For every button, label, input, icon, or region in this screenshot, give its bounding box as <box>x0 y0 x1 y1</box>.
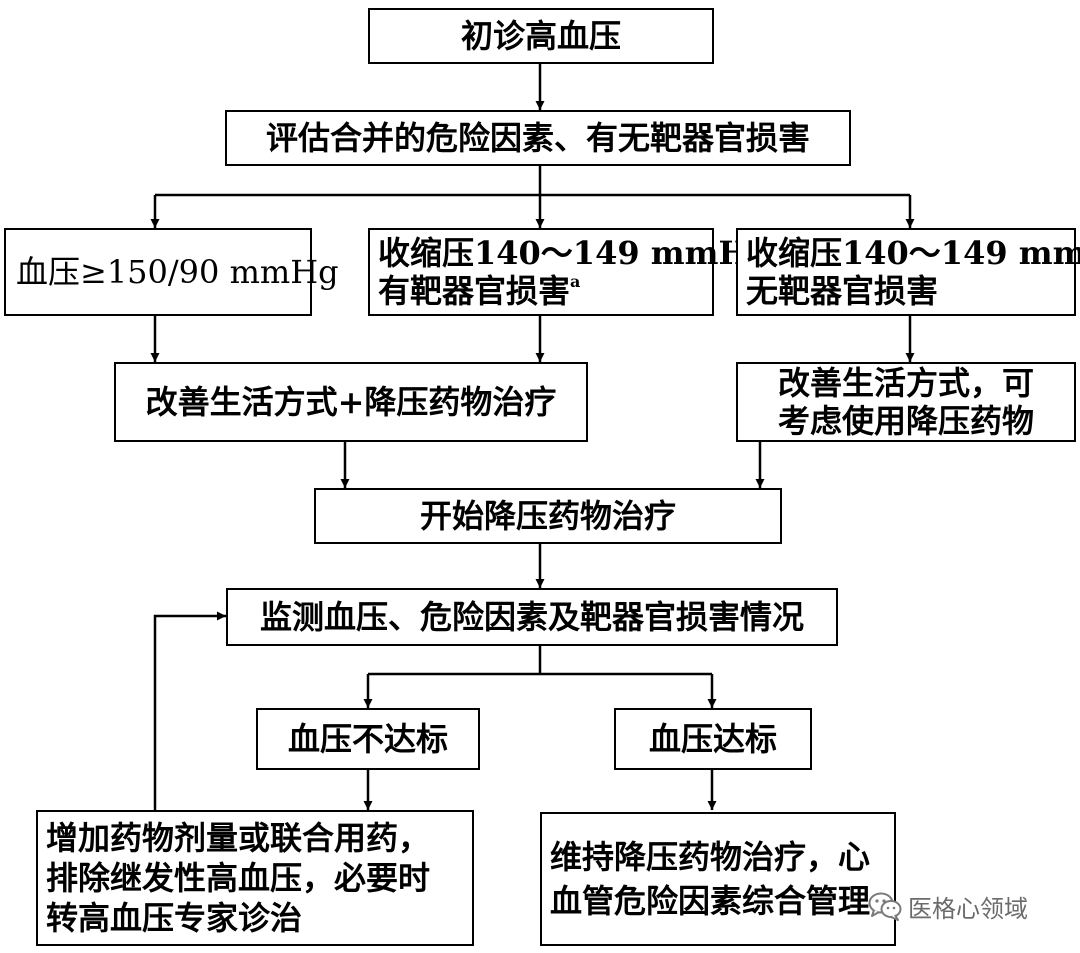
node-maintain-line2: 血管危险因素综合管理 <box>550 882 871 920</box>
node-systolic-no-damage-line2: 无靶器官损害 <box>746 272 939 310</box>
node-initial-diagnosis: 初诊高血压 <box>368 8 714 64</box>
node-bp-met-text: 血压达标 <box>648 720 777 758</box>
node-systolic-with-damage: 收缩压140～149 mmHg 有靶器官损害a <box>368 228 771 316</box>
arrow-feedback-loop <box>153 611 226 812</box>
node-lifestyle-consider: 改善生活方式，可 考虑使用降压药物 <box>736 362 1076 442</box>
node-maintain-line1: 维持降压药物治疗，心 <box>550 838 871 876</box>
node-lifestyle-consider-line2: 考虑使用降压药物 <box>777 402 1034 440</box>
node-increase-dose-line2: 排除继发性高血压，必要时 <box>46 859 431 897</box>
node-bp-high-text: 血压≥150/90 mmHg <box>16 253 339 291</box>
node-lifestyle-drug-text: 改善生活方式+降压药物治疗 <box>145 383 557 421</box>
node-systolic-no-damage: 收缩压140～149 mmHg 无靶器官损害 <box>736 228 1080 316</box>
node-assess-risk-text: 评估合并的危险因素、有无靶器官损害 <box>265 119 810 157</box>
node-maintain: 维持降压药物治疗，心 血管危险因素综合管理 <box>540 812 896 946</box>
node-systolic-no-damage-line1: 收缩压140～149 mmHg <box>746 234 1080 272</box>
node-bp-not-met: 血压不达标 <box>256 708 480 770</box>
watermark-text: 医格心领域 <box>908 894 1028 923</box>
node-lifestyle-consider-line1: 改善生活方式，可 <box>777 364 1034 402</box>
node-initial-diagnosis-text: 初诊高血压 <box>460 17 621 55</box>
node-increase-dose-line1: 增加药物剂量或联合用药， <box>46 819 431 857</box>
footnote-marker: a <box>570 272 581 291</box>
watermark: 医格心领域 <box>868 888 1028 924</box>
node-increase-dose-line3: 转高血压专家诊治 <box>46 899 303 937</box>
node-systolic-with-damage-line2: 有靶器官损害a <box>378 272 581 310</box>
node-bp-high: 血压≥150/90 mmHg <box>4 228 339 316</box>
node-increase-dose: 增加药物剂量或联合用药， 排除继发性高血压，必要时 转高血压专家诊治 <box>36 810 474 946</box>
node-bp-met: 血压达标 <box>614 708 812 770</box>
node-monitor: 监测血压、危险因素及靶器官损害情况 <box>226 588 838 646</box>
wechat-icon <box>868 892 902 921</box>
node-monitor-text: 监测血压、危险因素及靶器官损害情况 <box>259 598 804 636</box>
node-assess-risk: 评估合并的危险因素、有无靶器官损害 <box>225 110 851 166</box>
node-lifestyle-drug: 改善生活方式+降压药物治疗 <box>114 362 588 442</box>
node-start-treatment-text: 开始降压药物治疗 <box>419 497 676 535</box>
node-bp-not-met-text: 血压不达标 <box>287 720 448 758</box>
node-systolic-with-damage-line1: 收缩压140～149 mmHg <box>378 234 772 272</box>
node-start-treatment: 开始降压药物治疗 <box>314 488 782 544</box>
